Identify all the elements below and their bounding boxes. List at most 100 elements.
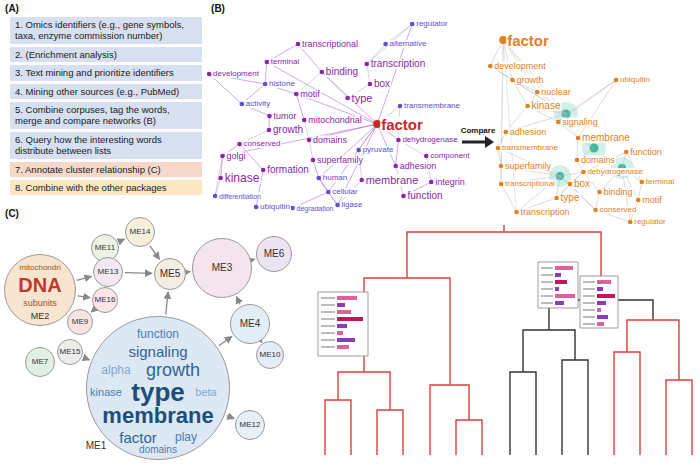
step-box: 3. Text mining and prioritize identifier… <box>10 65 202 80</box>
module-circle: ME15 <box>57 339 83 365</box>
network-word: binding <box>325 67 359 77</box>
network-dot <box>267 114 272 119</box>
network-word: domains <box>312 136 348 145</box>
network-word: conserved <box>243 140 282 148</box>
network-dot <box>525 104 530 109</box>
module-label: ME14 <box>130 228 151 236</box>
module-disc <box>93 288 118 313</box>
module-disc <box>94 258 123 287</box>
network-dot <box>576 136 581 141</box>
network-dot <box>320 70 325 75</box>
cloud-word: type <box>131 379 184 405</box>
module-label: ME9 <box>72 318 88 326</box>
bar-inset <box>538 262 578 308</box>
network-word: degradation <box>296 205 335 212</box>
network-dot <box>639 180 644 185</box>
module-circle: ME14 <box>125 217 155 247</box>
panel-label: (B) <box>210 4 226 14</box>
step-text: 2. (Enrichment analysis) <box>15 49 197 60</box>
network-link <box>209 74 242 104</box>
network-word: factor <box>380 117 424 132</box>
network-word: superfamily <box>316 156 364 165</box>
module-disc <box>236 411 265 440</box>
panel-label: (C) <box>4 209 20 219</box>
network-dot <box>488 64 493 69</box>
network-dot <box>535 90 540 95</box>
network-dot <box>356 148 361 153</box>
network-word: cellular <box>331 188 358 196</box>
network-word: development <box>212 70 260 78</box>
module-label: ME10 <box>260 351 281 359</box>
network-word: development <box>493 62 547 71</box>
step-box: 7. Annotate cluster relationship (C) <box>10 162 202 177</box>
network-word: motif <box>641 196 663 205</box>
network-dot <box>307 138 312 143</box>
network-dot <box>398 104 403 109</box>
network-dot <box>424 154 429 159</box>
network-word: formation <box>266 165 310 175</box>
step-box: 4. Mining other sources (e.g., PubMed) <box>10 84 202 99</box>
network-word: activity <box>245 100 271 108</box>
step-text: 5. Combine corpuses, tag the words, merg… <box>15 104 197 127</box>
network-dot <box>267 128 272 133</box>
bar-inset <box>318 292 368 356</box>
step-text: 6. Query how the interesting words distr… <box>15 134 197 157</box>
network-dot <box>614 78 619 83</box>
module-disc <box>257 342 284 369</box>
module-circle: ME7 <box>25 347 55 377</box>
network-word: adhesion <box>399 162 438 171</box>
module-label: ME12 <box>240 421 261 429</box>
network-dot <box>302 118 307 123</box>
network-link <box>512 80 566 114</box>
dendrogram-branch <box>562 360 588 455</box>
cloud-word: beta <box>195 387 216 398</box>
module-link <box>120 239 125 241</box>
module-disc <box>193 239 252 298</box>
network-word: dehydrogenase <box>586 168 643 176</box>
module-circle: ME1functionsignalingalphagrowthkinasetyp… <box>86 316 230 460</box>
network-word: ubiquitin <box>619 76 651 84</box>
bar-inset <box>580 276 618 328</box>
network-dot <box>237 142 242 147</box>
module-link <box>91 310 93 312</box>
cloud-word: domains <box>139 445 177 455</box>
module-circle: ME6 <box>256 236 292 272</box>
network-link <box>498 148 560 176</box>
module-link <box>227 416 235 419</box>
module-link <box>261 341 263 343</box>
network-link <box>566 80 616 114</box>
network-word: golgi <box>225 152 246 161</box>
module-disc <box>231 305 270 344</box>
step-box: 8. Combine with the other packages <box>10 180 202 195</box>
network-word: integrin <box>434 178 466 187</box>
network-dot <box>575 158 580 163</box>
network-dot <box>636 198 641 203</box>
compare-arrow <box>462 136 494 148</box>
module-link <box>219 337 232 346</box>
network-word: alternative <box>389 40 428 48</box>
network-link <box>626 152 642 182</box>
network-word: function <box>406 191 443 201</box>
module-link <box>236 297 240 305</box>
inset-frame <box>318 292 368 356</box>
cloud-word: function <box>137 328 179 340</box>
module-label: ME16 <box>95 296 116 304</box>
dendrogram-branch <box>510 372 536 455</box>
network-link <box>560 176 596 210</box>
network-word: membrane <box>365 175 420 186</box>
module-label: ME6 <box>264 249 285 259</box>
dendrogram-branch <box>364 278 450 385</box>
network-dot <box>556 120 561 125</box>
step-box: 6. Query how the interesting words distr… <box>10 132 202 159</box>
module-disc <box>155 259 186 290</box>
module-label: ME3 <box>212 263 233 273</box>
dendrogram-branch <box>614 352 640 455</box>
network-word: box <box>373 79 391 89</box>
module-circle: ME16 <box>92 287 118 313</box>
panel-label: (A) <box>4 4 20 14</box>
network-word: component <box>429 152 471 160</box>
network-word: transmembrane <box>501 144 559 152</box>
network-word: transcriptional <box>504 180 556 188</box>
network-dot <box>401 194 406 199</box>
inset-frame <box>538 262 578 308</box>
